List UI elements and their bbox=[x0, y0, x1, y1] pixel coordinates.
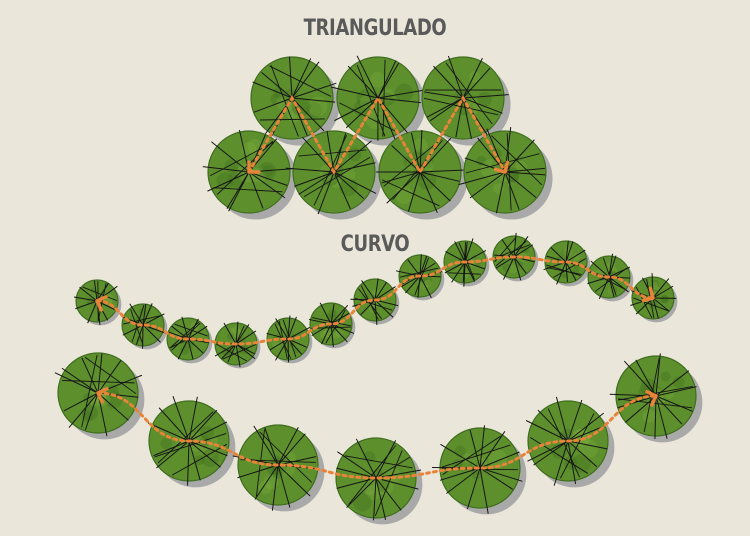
tree-curvo-small-4 bbox=[214, 321, 258, 368]
tree-triangulado-top-2 bbox=[331, 55, 424, 144]
tree-curvo-small-2 bbox=[121, 303, 167, 349]
triangulado-path bbox=[247, 94, 507, 176]
title-curvo: CURVO bbox=[340, 232, 410, 257]
tree-curvo-large-5 bbox=[432, 425, 523, 514]
tree-curvo-large-2 bbox=[147, 396, 230, 486]
curvo-small-end-arrow-icon bbox=[641, 286, 655, 303]
curvo-small-start-arrow-icon bbox=[95, 295, 108, 312]
planting-paths bbox=[95, 94, 658, 480]
curvo-large-path bbox=[96, 391, 658, 480]
curvo-small-path bbox=[95, 255, 655, 346]
title-triangulado: TRIANGULADO bbox=[303, 16, 447, 41]
tree-curvo-small-11 bbox=[543, 240, 588, 285]
triangulado-start-arrow-icon bbox=[247, 160, 261, 174]
trees bbox=[54, 55, 697, 521]
curvo-large-end-arrow-icon bbox=[645, 390, 658, 407]
tree-curvo-large-4 bbox=[335, 437, 422, 521]
curvo-large-start-arrow-icon bbox=[96, 387, 109, 404]
triangulado-end-arrow-icon bbox=[493, 160, 510, 174]
